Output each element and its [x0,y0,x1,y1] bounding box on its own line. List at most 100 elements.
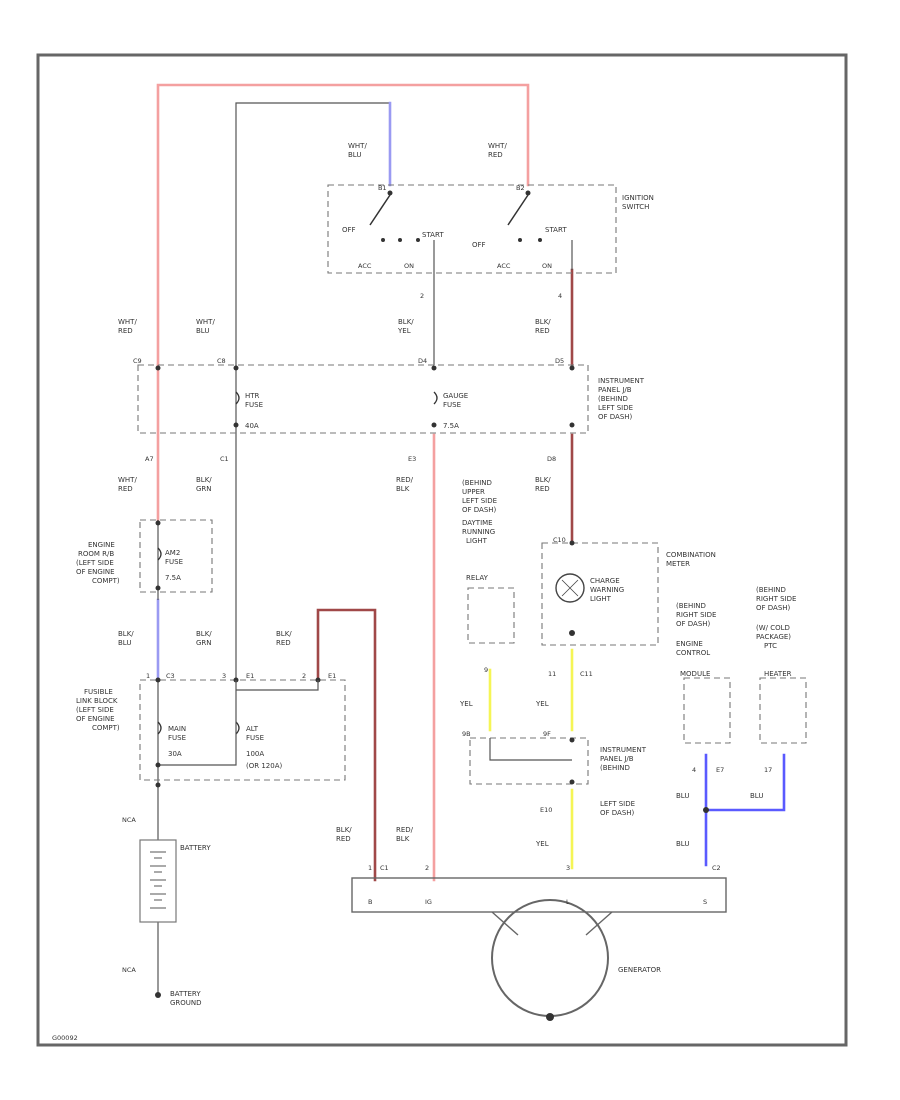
ipjb-pin-dot-3 [431,365,437,371]
wire-blk-red-alt [316,608,377,882]
figure-code: G00092 [52,1034,78,1042]
main-fuse-3: 30A [168,750,182,758]
main-fuse-2: FUSE [168,734,186,742]
ign-below-pin-4: 4 [558,292,562,300]
gen-wire-1a: BLK/ [336,826,352,834]
flb-dot-1 [155,677,161,683]
meter-bottom-dot [569,630,575,636]
ignition-pin-b1 [387,190,393,196]
ecm-label-4: ENGINE [676,640,703,648]
meter-top-dot [569,540,575,546]
generator-connector [351,877,727,913]
ipjb-pin-c8: C8 [217,357,226,365]
wire-label-blk-red-1: BLK/ [535,318,551,326]
flb-wire-3b: RED [276,639,291,647]
ignition-switch-label-1: IGNITION [622,194,654,202]
lower-wire-4b: RED [535,485,550,493]
alt-fuse-symbol [235,721,240,735]
lower-wire-2a: BLK/ [196,476,212,484]
lamp-label-1: CHARGE [590,577,620,585]
ipjb-bottom-dot-2 [431,422,437,428]
wire-label-blk-yel-2: YEL [397,327,411,335]
ecm-pin-4: 4 [692,766,696,774]
ptc-label-4: (W/ COLD [756,624,790,632]
flb-pin-e1a: E1 [246,672,254,680]
ignition-dot-5 [538,238,542,242]
ignition-contact-1 [369,194,391,226]
erb-dot-1 [155,520,161,526]
combination-meter-box [541,542,659,646]
fusible-link-block-box [139,679,346,781]
ign-left-wire-2: BLU [348,151,361,159]
drl-label-5: DAYTIME [462,519,493,527]
gen-wire-2a: RED/ [396,826,414,834]
ignition-pin-b2 [525,190,531,196]
drl-pin: 9 [484,666,488,674]
lower-wire-3a: RED/ [396,476,414,484]
flb-label-4: OF ENGINE [76,715,115,723]
gauge-fuse-3: 7.5A [443,422,459,430]
lamp-label-3: LIGHT [590,595,612,603]
ecm-wire-label-1: BLU [676,792,689,800]
gen-term-ig: IG [425,898,432,906]
battery-ground-1: BATTERY [170,990,201,998]
flb-internal-2 [236,680,319,691]
ipjb-pin-c9: C9 [133,357,142,365]
wire-label-blk-yel-1: BLK/ [398,318,414,326]
flb-pin-1: 1 [146,672,150,680]
gauge-fuse-2: FUSE [443,401,461,409]
ignition-dot-1 [381,238,385,242]
ptc-pin: 17 [764,766,772,774]
engine-room-rb-box [139,519,213,593]
lamp-filament-icon [561,579,579,597]
ipjb-label-3: (BEHIND [598,395,628,403]
ign-right-wire-1: WHT/ [488,142,507,150]
erb-label-2: ROOM R/B [78,550,114,558]
flb-dot-4 [155,762,161,768]
drl-label-1: (BEHIND [462,479,492,487]
htr-fuse-1: HTR [245,392,260,400]
battery-ground-dot [155,992,161,998]
main-fuse-symbol [157,721,162,735]
ign-below-pin-2: 2 [420,292,424,300]
ipjb-lower-label-2: PANEL J/B [600,755,634,763]
ipjb-lower-label-5: OF DASH) [600,809,635,817]
battery-pos-label: NCA [122,816,136,824]
flb-wire-2b: GRN [196,639,212,647]
gen-pin-2: 2 [425,864,429,872]
ptc-heater-box [759,677,807,744]
ipjb-lower-dot-1 [569,737,575,743]
ign-pin-on-2: ON [542,262,552,270]
ipjb-pin-d5: D5 [555,357,564,365]
ign-pos-off-1: OFF [342,226,356,234]
wire-wht-red-top [156,83,530,367]
ipjb-pin-d8: D8 [547,455,556,463]
ipjb-lower-internal [489,738,572,761]
flb-internal-1 [158,680,237,766]
ecm-label-6: MODULE [680,670,710,678]
drl-label-3: LEFT SIDE [462,497,497,505]
ipjb-label-2: PANEL J/B [598,386,632,394]
ign-pos-off-2: OFF [472,241,486,249]
ipjb-lower-wire: YEL [535,840,549,848]
alt-fuse-4: (OR 120A) [246,762,282,770]
gen-term-b: B [368,898,372,906]
am2-fuse-1: AM2 [165,549,180,557]
ipjb-pin-dot-4 [569,365,575,371]
battery-ground-2: GROUND [170,999,202,1007]
ecm-label-5: CONTROL [676,649,710,657]
ipjb-bottom-dot-1 [233,422,239,428]
htr-fuse-2: FUSE [245,401,263,409]
gen-wire-1b: RED [336,835,351,843]
flb-label-3: (LEFT SIDE [76,706,114,714]
flb-label-2: LINK BLOCK [76,697,118,705]
flb-wire-1b: BLU [118,639,131,647]
ipjb-label-5: OF DASH) [598,413,633,421]
flb-label-1: FUSIBLE [84,688,113,696]
ptc-label-6: PTC [764,642,777,650]
gen-pin-c1: C1 [380,864,389,872]
am2-fuse-3: 7.5A [165,574,181,582]
ignition-dot-3 [416,238,420,242]
ign-pos-start-1: START [422,231,444,239]
meter-pin-11: 11 [548,670,556,678]
